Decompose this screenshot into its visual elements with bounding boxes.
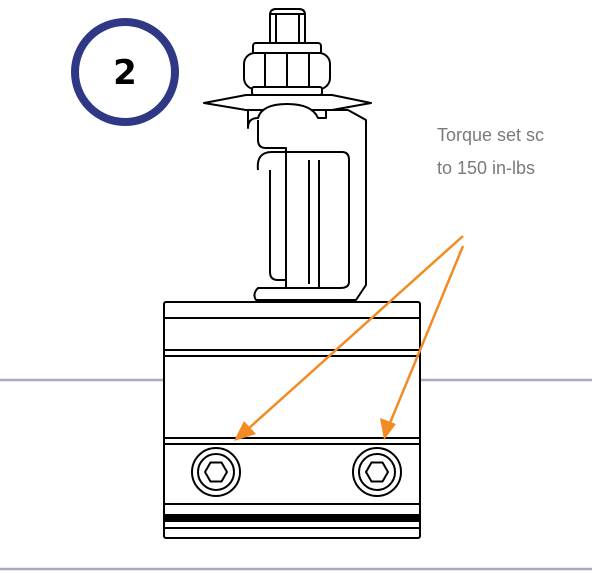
threaded-stud (269, 8, 306, 49)
hex-socket-screw-icon-right (352, 447, 402, 497)
arrowhead-right (380, 418, 396, 440)
clamp-hook-slot (269, 160, 287, 281)
arrow-to-right-screw (388, 245, 465, 424)
hex-socket-screw-icon-left (191, 447, 241, 497)
callout-arrows (234, 235, 465, 441)
arrow-to-left-screw (247, 235, 464, 430)
clamp-top-bracket (203, 94, 372, 111)
clamp-drawing (163, 8, 421, 539)
arrowhead-left (234, 421, 256, 441)
step-number: 2 (113, 53, 137, 93)
hex-nut (243, 42, 331, 90)
callout-text-line1: Torque set sc (437, 125, 544, 145)
washer (251, 86, 323, 96)
clamp-hook-inner (256, 151, 350, 289)
step-circle (71, 18, 179, 126)
callout-text-line2: to 150 in-lbs (437, 158, 535, 178)
step-badge: 2 (71, 18, 179, 126)
